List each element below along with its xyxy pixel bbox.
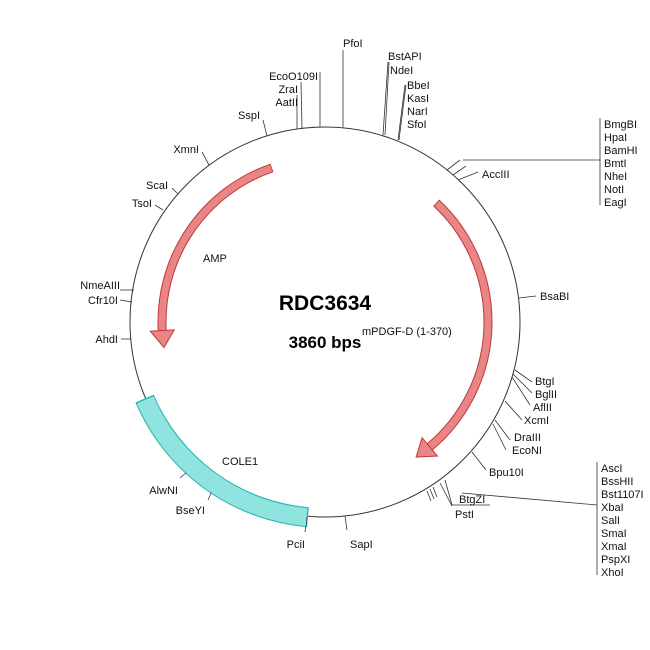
plasmid-size: 3860 bps: [289, 333, 362, 352]
site-label[interactable]: DraIII: [514, 432, 541, 444]
cole1-label: COLE1: [222, 456, 258, 468]
site-label[interactable]: BmtI: [604, 158, 627, 170]
site-label[interactable]: Bst1107I: [601, 489, 644, 501]
site-label[interactable]: NmeAIII: [80, 280, 120, 292]
plasmid-backbone: [129, 126, 521, 518]
site-label[interactable]: SapI: [350, 539, 373, 551]
site-label[interactable]: PciI: [287, 539, 305, 551]
site-label[interactable]: AatII: [275, 97, 298, 109]
site-label[interactable]: BstAPI: [388, 51, 422, 63]
site-label[interactable]: SspI: [238, 110, 260, 122]
site-label[interactable]: Cfr10I: [88, 295, 118, 307]
restriction-site-ticks: [119, 50, 601, 575]
site-label[interactable]: Bpu10I: [489, 467, 524, 479]
site-label[interactable]: XhoI: [601, 567, 624, 579]
cole1-fill: [136, 396, 308, 527]
site-label[interactable]: BseYI: [176, 505, 205, 517]
amp-feature-arrow[interactable]: [149, 163, 274, 349]
site-label[interactable]: BtgZI: [459, 494, 485, 506]
arrow-body: [427, 200, 492, 450]
arrow-head: [149, 329, 176, 349]
site-label[interactable]: SmaI: [601, 528, 627, 540]
arrow-head: [415, 436, 439, 458]
site-label[interactable]: BamHI: [604, 145, 638, 157]
site-label[interactable]: SalI: [601, 515, 620, 527]
site-label[interactable]: BtgI: [535, 376, 555, 388]
amp-label: AMP: [203, 253, 227, 265]
site-label[interactable]: NotI: [604, 184, 624, 196]
site-label[interactable]: ScaI: [146, 180, 168, 192]
site-label[interactable]: AlwNI: [149, 485, 178, 497]
site-label[interactable]: PspXI: [601, 554, 630, 566]
site-label[interactable]: ZraI: [278, 84, 298, 96]
site-label[interactable]: AhdI: [95, 334, 118, 346]
mpdgf-d-feature-arrow[interactable]: [415, 199, 493, 458]
site-label[interactable]: BssHII: [601, 476, 633, 488]
site-label[interactable]: BsaBI: [540, 291, 569, 303]
site-label[interactable]: SfoI: [407, 119, 427, 131]
site-label[interactable]: PstI: [455, 509, 474, 521]
site-label[interactable]: NdeI: [390, 65, 413, 77]
site-group-bottom: AscIBssHIIBst1107IXbaISalISmaIXmaIPspXIX…: [601, 463, 644, 579]
site-label[interactable]: BmgBI: [604, 119, 637, 131]
site-label[interactable]: EcoO109I: [269, 71, 318, 83]
site-label[interactable]: XmnI: [173, 144, 199, 156]
mpdgf-d-label: mPDGF-D (1-370): [362, 326, 452, 338]
plasmid-name: RDC3634: [279, 292, 372, 315]
site-label[interactable]: AccIII: [482, 169, 510, 181]
site-label[interactable]: PfoI: [343, 38, 363, 50]
site-label[interactable]: AscI: [601, 463, 622, 475]
restriction-site-labels: PfoI BstAPI NdeI BbeI KasI NarI SfoI Eco…: [80, 38, 569, 551]
site-label[interactable]: XmaI: [601, 541, 627, 553]
site-label[interactable]: NarI: [407, 106, 428, 118]
site-label[interactable]: AflII: [533, 402, 552, 414]
site-label[interactable]: EcoNI: [512, 445, 542, 457]
site-label[interactable]: NheI: [604, 171, 627, 183]
site-label[interactable]: HpaI: [604, 132, 627, 144]
site-label[interactable]: KasI: [407, 93, 429, 105]
site-label[interactable]: TsoI: [132, 198, 152, 210]
site-label[interactable]: BglII: [535, 389, 557, 401]
site-label[interactable]: XcmI: [524, 415, 549, 427]
site-label[interactable]: BbeI: [407, 80, 430, 92]
site-label[interactable]: XbaI: [601, 502, 624, 514]
arrow-body: [158, 164, 273, 331]
site-label[interactable]: EagI: [604, 197, 627, 209]
